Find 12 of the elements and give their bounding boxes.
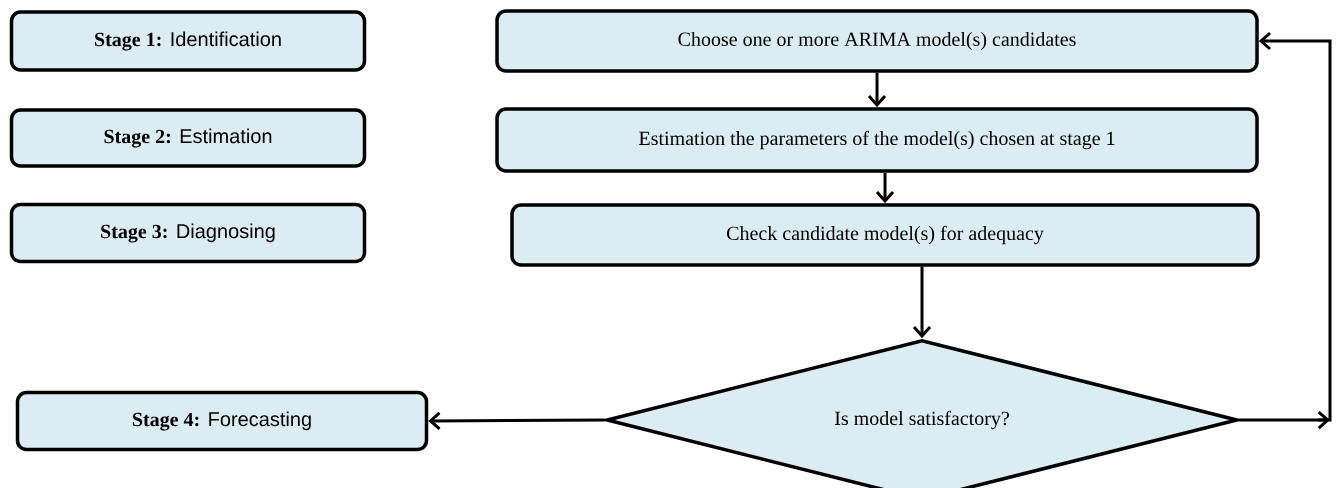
arrow (867, 72, 887, 108)
arrow (875, 172, 895, 204)
process-box: Stage 2: Estimation (9, 108, 367, 168)
process-box: Stage 3: Diagnosing (9, 202, 367, 264)
process-box: Choose one or more ARIMA model(s) candidates (495, 9, 1259, 73)
arrow (1239, 31, 1332, 430)
arrow (912, 266, 932, 339)
process-box: Stage 1: Identification (9, 10, 367, 72)
process-box: Stage 4: Forecasting (15, 390, 429, 452)
process-box: Check candidate model(s) for adequacy (510, 203, 1260, 267)
arrow (428, 411, 605, 431)
process-box: Estimation the parameters of the model(s) chosen at stage 1 (495, 107, 1259, 173)
